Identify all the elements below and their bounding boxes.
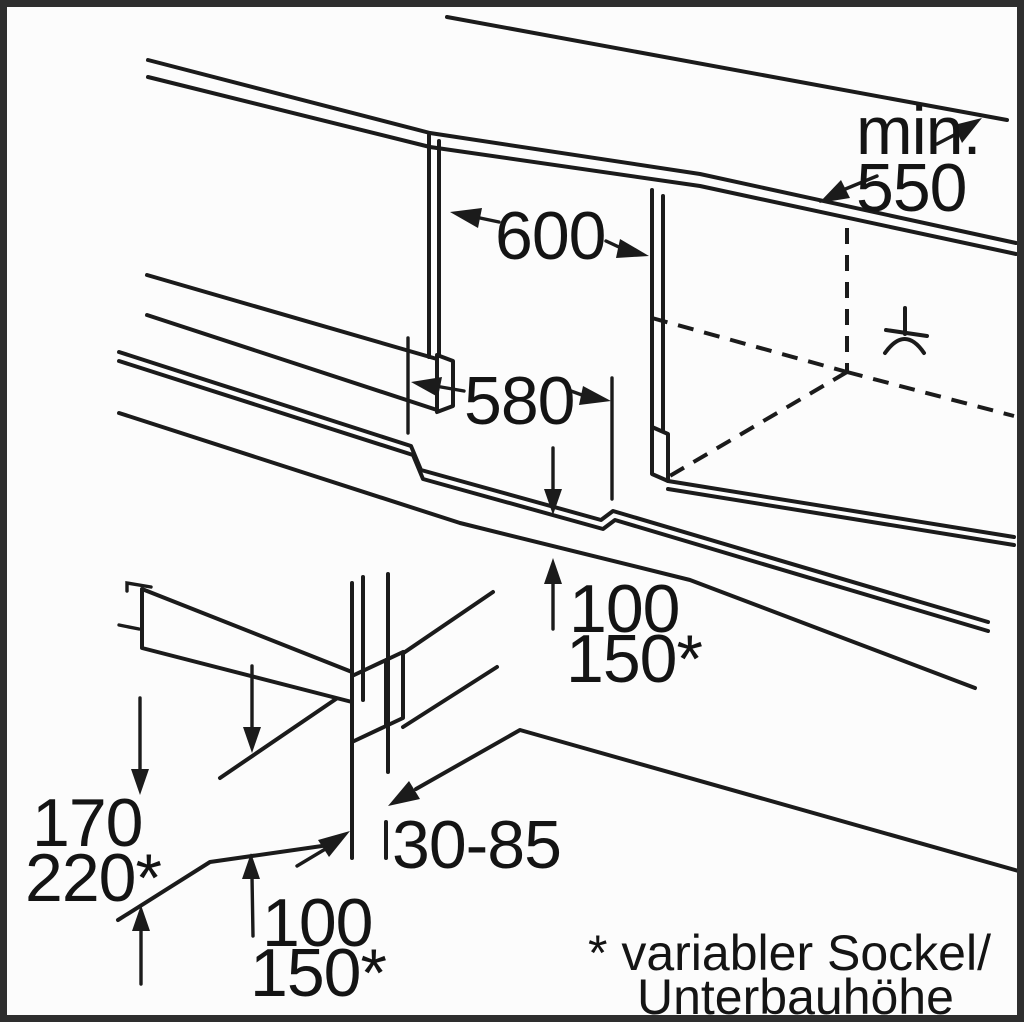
plinth-top-edge-with-notch [117, 350, 990, 624]
plinth-recess-notch [117, 350, 990, 690]
label-detail-100: 100 [262, 885, 372, 961]
niche-floor-front-left-dashed [666, 370, 849, 479]
label-recess-100: 100 [569, 571, 679, 647]
worktop-front-top-edge [146, 58, 1018, 245]
detail-break-mark-left [117, 623, 141, 631]
arrow-600-right [604, 239, 649, 258]
arrow-550-to-worktop [819, 174, 879, 203]
arrow-3085-right [388, 781, 420, 806]
detail-floor-line-right-to-main [414, 728, 1024, 874]
niche-floor-back-right-dashed [846, 370, 1015, 418]
arrow-detail-height-down [131, 696, 149, 795]
niche-floor-back-left-dashed [651, 316, 848, 374]
footnote-line2: Unterbauhöhe [637, 969, 954, 1022]
arrow-3085-left [295, 831, 350, 868]
label-recess-150: 150* [566, 621, 702, 697]
dimension-labels: min. 550 600 580 100 150* 170 220* 100 1… [25, 93, 991, 1022]
arrow-min550-to-wall [935, 118, 982, 146]
detail-plinth-lower-edge [401, 665, 499, 729]
label-min: min. [856, 93, 980, 169]
right-panel-foot [650, 425, 670, 483]
label-580: 580 [464, 363, 574, 439]
label-550: 550 [856, 150, 966, 226]
arrow-detail-height-up [132, 905, 150, 986]
right-plinth-top-edge [666, 479, 1016, 539]
arrow-580-right [569, 386, 611, 405]
detail-foot-front-face [350, 658, 388, 744]
right-plinth-bottom-edge [666, 487, 1016, 547]
detail-plinth-board [140, 587, 354, 704]
niche-hidden-edges [651, 228, 1015, 479]
label-detail-150: 150* [250, 935, 386, 1011]
left-cabinet-front-bottom-line [145, 313, 439, 412]
floor-front-edge-line [117, 411, 977, 690]
faucet-crossbar [884, 328, 929, 338]
arrow-detail-plinth-up [242, 853, 260, 938]
wall-top-edge-line [445, 15, 1009, 122]
faucet-icon [883, 306, 929, 355]
arrow-detail-plinth-down [243, 664, 261, 753]
dimension-arrows [131, 118, 982, 986]
plinth-bottom-edge-with-notch [117, 359, 990, 633]
left-cabinet-outline [145, 133, 455, 414]
right-cabinet-outline [650, 188, 1016, 547]
arrow-recess-up [544, 558, 562, 631]
detail-break-mark-top [125, 580, 153, 593]
footnote-line1: * variabler Sockel/ [588, 925, 991, 981]
label-170: 170 [32, 785, 142, 861]
arrow-600-left [450, 208, 501, 228]
plinth-detail-view [116, 572, 1024, 922]
arrow-580-left [411, 377, 466, 397]
label-3085: 30-85 [392, 807, 561, 883]
label-220: 220* [25, 840, 161, 916]
detail-floor-line-left [116, 844, 324, 922]
faucet-arc [883, 337, 926, 355]
label-600: 600 [495, 198, 605, 274]
left-cabinet-front-top-line [145, 273, 439, 361]
wall-and-worktop [146, 15, 1018, 256]
arrow-recess-down [544, 446, 562, 515]
worktop-front-bottom-edge [146, 75, 1018, 256]
